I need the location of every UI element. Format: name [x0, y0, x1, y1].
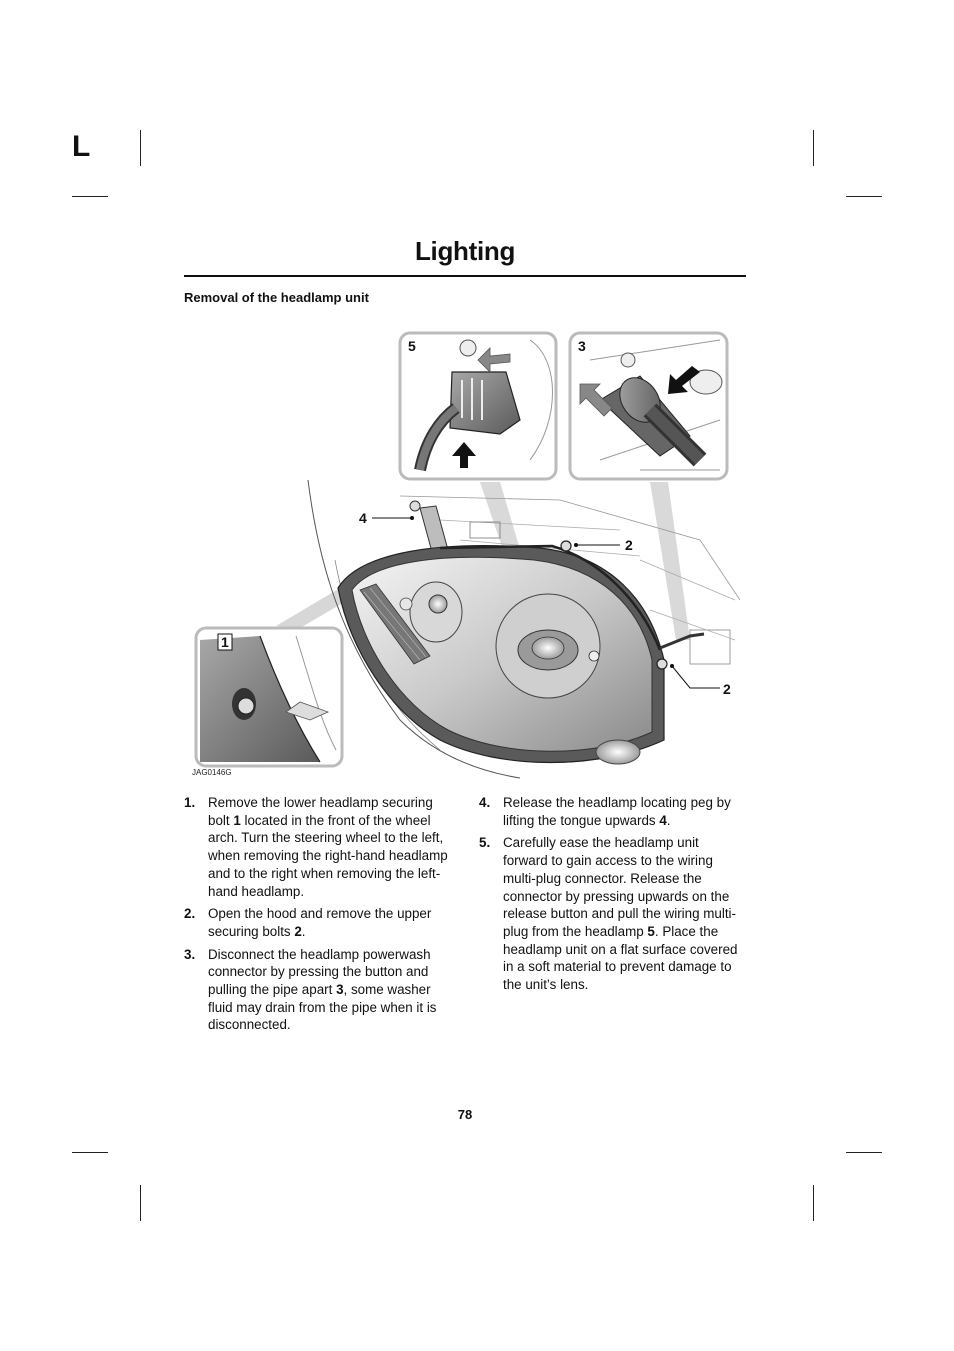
callout-5: 5	[408, 338, 416, 354]
callout-4: 4	[359, 510, 367, 526]
list-item: 3.Disconnect the headlamp powerwash conn…	[184, 946, 437, 1033]
callout-2-lower: 2	[723, 681, 731, 697]
headlamp-removal-illustration: 5 3 1 4 2 2	[194, 331, 741, 779]
crop-mark	[72, 196, 108, 197]
crop-mark	[813, 130, 814, 166]
crop-mark	[846, 1152, 882, 1153]
callout-1: 1	[221, 634, 229, 650]
crop-mark	[72, 1152, 108, 1153]
section-heading: Removal of the headlamp unit	[184, 290, 369, 305]
section-tab-letter: L	[72, 130, 91, 163]
page-number: 78	[457, 1107, 473, 1122]
steps-left-column: 1.Remove the lower headlamp securing bol…	[184, 794, 452, 1039]
connector-inset-5	[414, 339, 553, 472]
list-item: 5.Carefully ease the headlamp unit forwa…	[479, 835, 738, 993]
figure-code: JAG0146G	[192, 768, 232, 777]
crop-mark	[813, 1185, 814, 1221]
page-title: Lighting	[414, 236, 516, 266]
callout-3: 3	[578, 338, 586, 354]
steps-right-column: 4.Release the headlamp locating peg by l…	[479, 794, 747, 999]
wheel-arch-inset-1	[200, 633, 337, 763]
title-rule	[184, 275, 746, 277]
list-item: 4.Release the headlamp locating peg by l…	[479, 795, 731, 828]
list-item: 2.Open the hood and remove the upper sec…	[184, 906, 432, 939]
list-item: 1.Remove the lower headlamp securing bol…	[184, 795, 448, 899]
crop-mark	[140, 130, 141, 166]
callout-2-upper: 2	[625, 537, 633, 553]
crop-mark	[846, 196, 882, 197]
crop-mark	[140, 1185, 141, 1221]
powerwash-inset-3	[579, 339, 723, 471]
